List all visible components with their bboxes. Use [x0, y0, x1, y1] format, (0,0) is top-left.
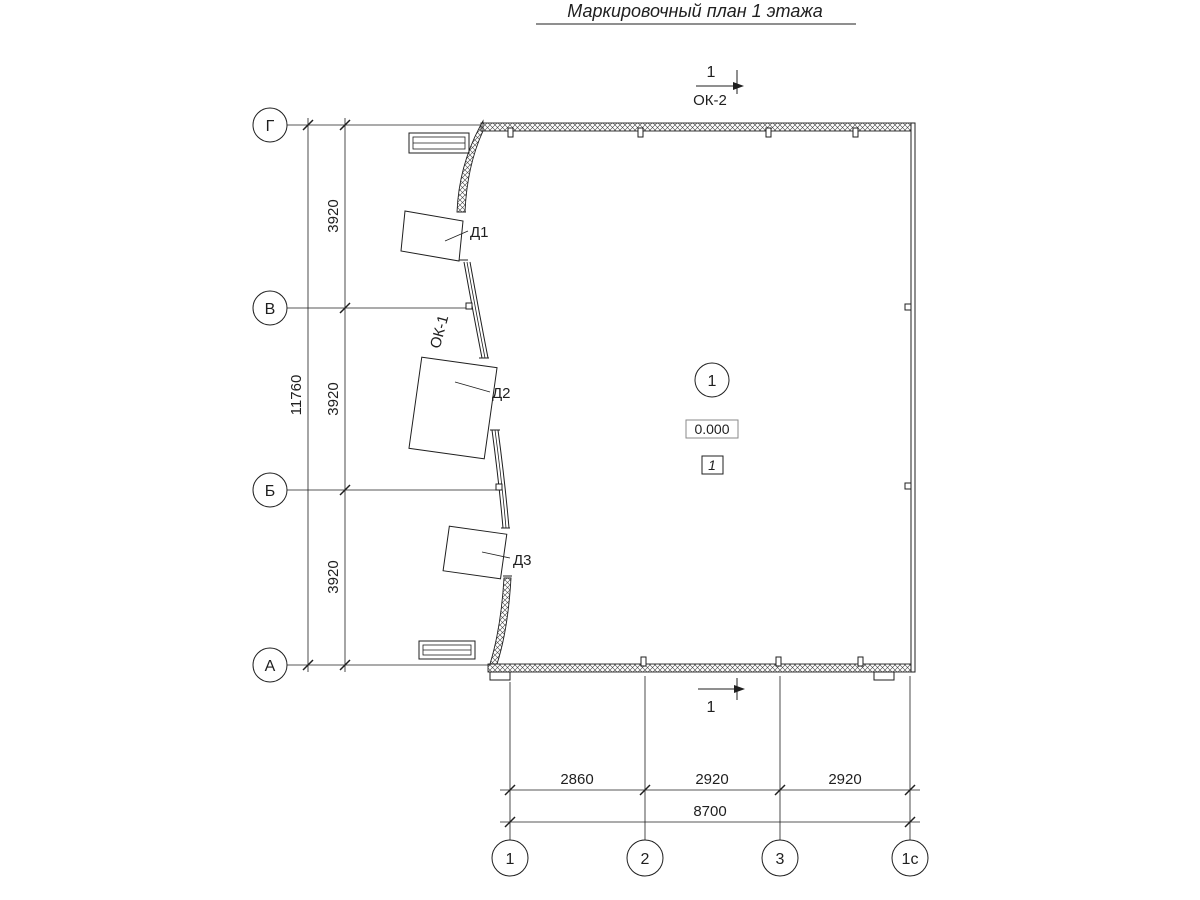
axis-label-b: Б — [265, 483, 276, 500]
left-window-band-1 — [469, 261, 489, 359]
bottom-wall-mullion — [640, 656, 647, 667]
axis-bubble-b — [252, 472, 288, 508]
axis-label-v: В — [265, 301, 276, 318]
top-wall — [480, 122, 916, 132]
col-axes: 1 2 3 1с — [491, 839, 929, 877]
dim-tick — [339, 119, 351, 131]
dim-bottom-1: 2860 — [560, 771, 593, 788]
axis-bubble-1 — [491, 839, 529, 877]
bottom-wall-pier — [873, 671, 895, 681]
left-dimensions: 3920 3920 3920 11760 — [288, 118, 351, 672]
bottom-wall — [487, 663, 916, 673]
window-left-label: ОК-1 — [427, 313, 452, 350]
axis-label-2: 2 — [641, 851, 650, 868]
axis-bubble-a — [252, 647, 288, 683]
door3-leader — [481, 551, 511, 559]
bottom-wall-mullion — [857, 656, 864, 667]
room-markers: 1 0.000 1 — [685, 362, 739, 475]
dim-tick — [904, 784, 916, 796]
left-wall-top-segment — [456, 119, 484, 213]
left-window-tick — [495, 483, 503, 491]
window-top-label: ОК-2 — [693, 92, 727, 109]
door3-leaf — [442, 525, 508, 580]
dim-tick — [339, 484, 351, 496]
dim-tick — [504, 816, 516, 828]
door1-leader — [444, 230, 469, 242]
section-number-top: 1 — [707, 64, 716, 81]
title-block: Маркировочный план 1 этажа — [536, 1, 856, 25]
doors: Д1 Д2 Д3 — [400, 210, 532, 580]
radiator-top — [408, 132, 470, 154]
door2-leader — [454, 381, 491, 393]
walls — [408, 119, 916, 681]
left-window-glazing-1 — [466, 261, 486, 359]
dim-left-total: 11760 — [288, 375, 305, 416]
section-arrow-top-icon — [733, 82, 744, 90]
room-tag: 1 — [708, 457, 716, 473]
room-tag-box — [701, 455, 724, 475]
dim-bottom-2: 2920 — [695, 771, 728, 788]
dim-tick — [904, 816, 916, 828]
dim-tick — [504, 784, 516, 796]
axis-bubble-3 — [761, 839, 799, 877]
section-mark-bottom: 1 — [698, 678, 745, 716]
left-window-tick — [465, 302, 473, 310]
axis-label-3: 3 — [776, 851, 785, 868]
left-window-glazing-2 — [494, 429, 507, 529]
axis-label-1: 1 — [506, 851, 515, 868]
dim-tick — [302, 659, 314, 671]
right-wall — [910, 122, 916, 673]
dim-left-2: 3920 — [325, 382, 342, 415]
left-window-band-2 — [491, 429, 504, 529]
axis-bubble-g — [252, 107, 288, 143]
room-number-bubble — [694, 362, 730, 398]
radiator-bottom — [418, 640, 476, 660]
top-wall-mullion — [852, 127, 859, 138]
top-wall-mullion — [507, 127, 514, 138]
section-mark-top: 1 ОК-2 — [693, 64, 744, 109]
elevation-box — [685, 419, 739, 439]
door2-leaf — [408, 356, 498, 460]
left-window-band-1 — [463, 261, 483, 359]
door1-leaf — [400, 210, 464, 262]
top-wall-mullion — [765, 127, 772, 138]
axis-bubble-2 — [626, 839, 664, 877]
left-wall-bottom-segment — [489, 577, 512, 665]
dim-bottom-total: 8700 — [693, 803, 726, 820]
section-arrow-bottom-icon — [734, 685, 745, 693]
dim-left-1: 3920 — [325, 199, 342, 232]
row-axes: Г В Б А — [252, 107, 500, 683]
right-wall-tick — [904, 482, 912, 490]
bottom-dimensions: 2860 2920 2920 8700 — [500, 676, 920, 840]
page-title: Маркировочный план 1 этажа — [567, 1, 822, 21]
dim-tick — [339, 302, 351, 314]
axis-bubble-1c — [891, 839, 929, 877]
door1-label: Д1 — [470, 224, 489, 241]
section-number-bottom: 1 — [707, 699, 716, 716]
elevation-value: 0.000 — [694, 421, 729, 437]
dim-tick — [774, 784, 786, 796]
door2-label: Д2 — [492, 385, 511, 402]
axis-bubble-v — [252, 290, 288, 326]
dim-left-3: 3920 — [325, 560, 342, 593]
dim-tick — [639, 784, 651, 796]
right-wall-tick — [904, 303, 912, 311]
door3-label: Д3 — [513, 552, 532, 569]
left-window-band-2 — [497, 429, 510, 529]
axis-label-a: А — [265, 658, 276, 675]
dim-tick — [339, 659, 351, 671]
axis-label-g: Г — [266, 118, 275, 135]
top-wall-mullion — [637, 127, 644, 138]
bottom-wall-pier — [489, 671, 511, 681]
dim-bottom-3: 2920 — [828, 771, 861, 788]
bottom-wall-mullion — [775, 656, 782, 667]
axis-label-1c: 1с — [902, 851, 919, 868]
dim-tick — [302, 119, 314, 131]
room-number: 1 — [708, 373, 717, 390]
